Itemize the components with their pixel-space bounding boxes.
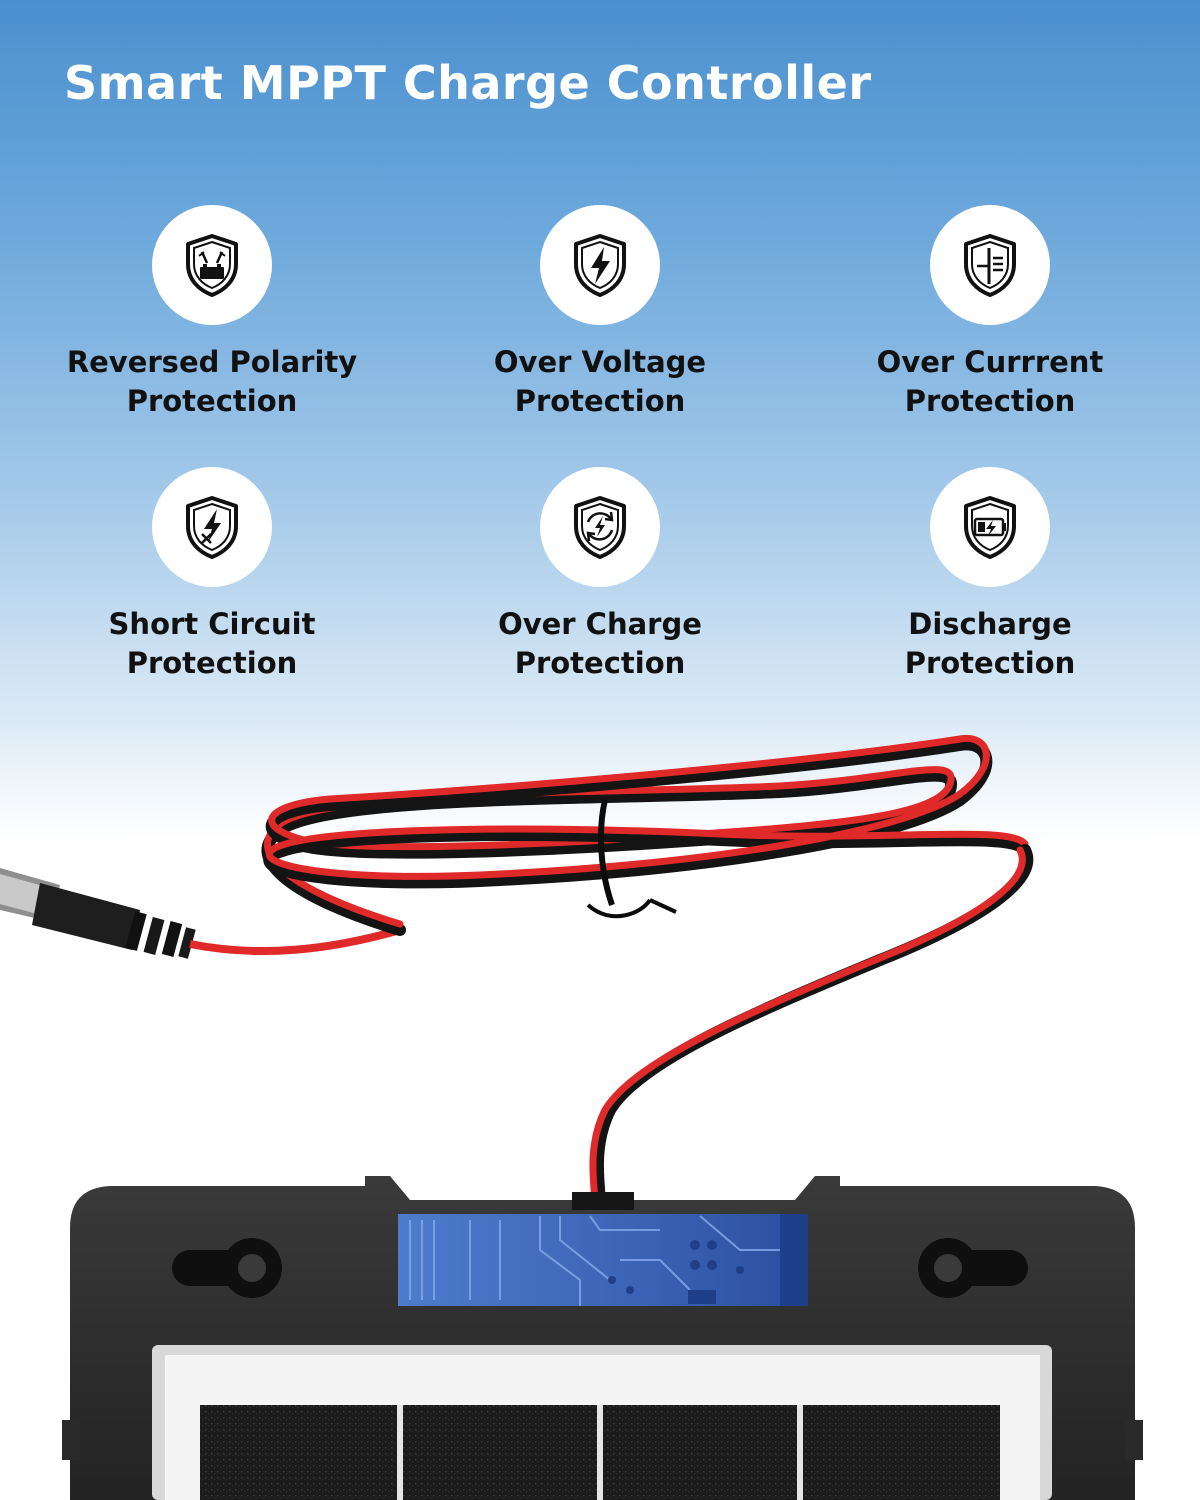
feature-label-line2: Protection [904, 646, 1076, 680]
coiled-cable [261, 734, 1034, 1206]
over-voltage-shield-icon [574, 234, 626, 297]
mounting-hole-left [172, 1238, 282, 1298]
feature-over-charge: Over Charge Protection [410, 467, 790, 683]
feature-reversed-polarity: Reversed Polarity Protection [22, 205, 402, 421]
dc-plug [0, 868, 196, 959]
feature-label-line2: Protection [514, 646, 686, 680]
controller-housing [62, 1176, 1143, 1500]
feature-label-line1: Short Circuit [108, 607, 316, 641]
feature-label-line2: Protection [126, 384, 298, 418]
feature-short-circuit: Short Circuit Protection [22, 467, 402, 683]
reversed-polarity-shield-icon [186, 234, 238, 297]
discharge-shield-icon [964, 496, 1016, 559]
circuit-board-window [398, 1214, 808, 1306]
charge-controller-illustration [0, 734, 1143, 1500]
over-current-shield-icon [964, 234, 1016, 297]
feature-discharge: Discharge Protection [800, 467, 1180, 683]
over-charge-shield-icon [574, 496, 626, 559]
feature-label-line2: Protection [126, 646, 298, 680]
page-title: Smart MPPT Charge Controller [64, 56, 872, 110]
feature-over-voltage: Over Voltage Protection [410, 205, 790, 421]
solar-panel [152, 1345, 1052, 1500]
feature-label-line1: Reversed Polarity [66, 345, 358, 379]
short-circuit-shield-icon [186, 496, 238, 559]
feature-label-line1: Over Currrent [876, 345, 1104, 379]
feature-label-line1: Discharge [908, 607, 1072, 641]
feature-label-line2: Protection [514, 384, 686, 418]
feature-label-line1: Over Voltage [493, 345, 707, 379]
feature-label-line2: Protection [904, 384, 1076, 418]
mounting-hole-right [918, 1238, 1028, 1298]
cable-tie [586, 799, 677, 919]
feature-label-line1: Over Charge [498, 607, 702, 641]
feature-over-current: Over Currrent Protection [800, 205, 1180, 421]
